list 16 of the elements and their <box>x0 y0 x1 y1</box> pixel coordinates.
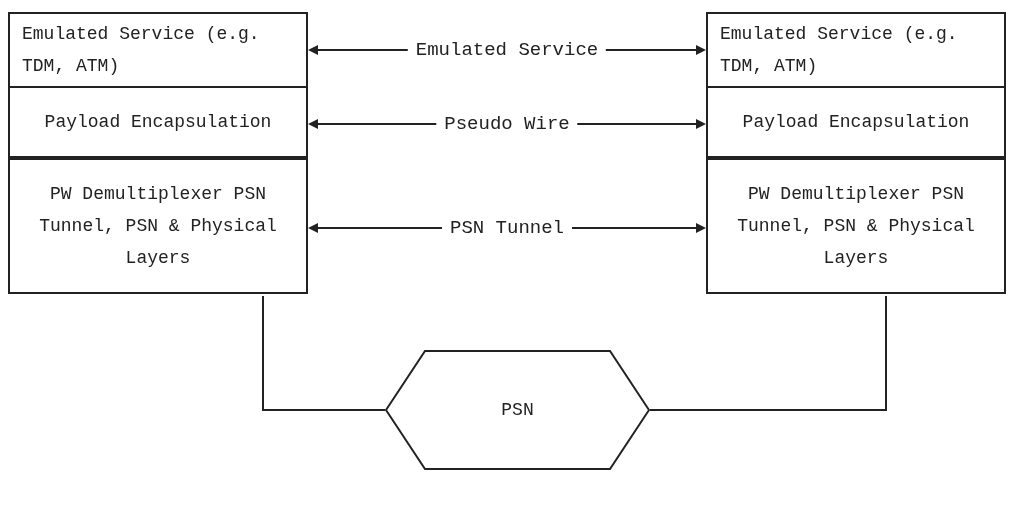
layer-box <box>706 86 1006 158</box>
network-hexagon <box>385 350 650 470</box>
box-label: PSN <box>501 399 534 422</box>
layer-box <box>8 86 308 158</box>
layer-box <box>8 158 308 294</box>
box-label: Payload Encapsulation <box>742 111 970 134</box>
box-label: PW Demultiplexer PSN Tunnel, PSN & Physical Layers <box>38 183 278 270</box>
box-label: Emulated Service (e.g. TDM, ATM) <box>22 23 261 78</box>
connector-line <box>649 295 887 411</box>
layer-box <box>706 12 1006 88</box>
box-label: Payload Encapsulation <box>44 111 272 134</box>
layer-box <box>8 12 308 88</box>
layer-box <box>706 158 1006 294</box>
connector-line <box>262 295 386 411</box>
box-label: PW Demultiplexer PSN Tunnel, PSN & Physical Layers <box>736 183 976 270</box>
box-label: Emulated Service (e.g. TDM, ATM) <box>720 23 959 78</box>
